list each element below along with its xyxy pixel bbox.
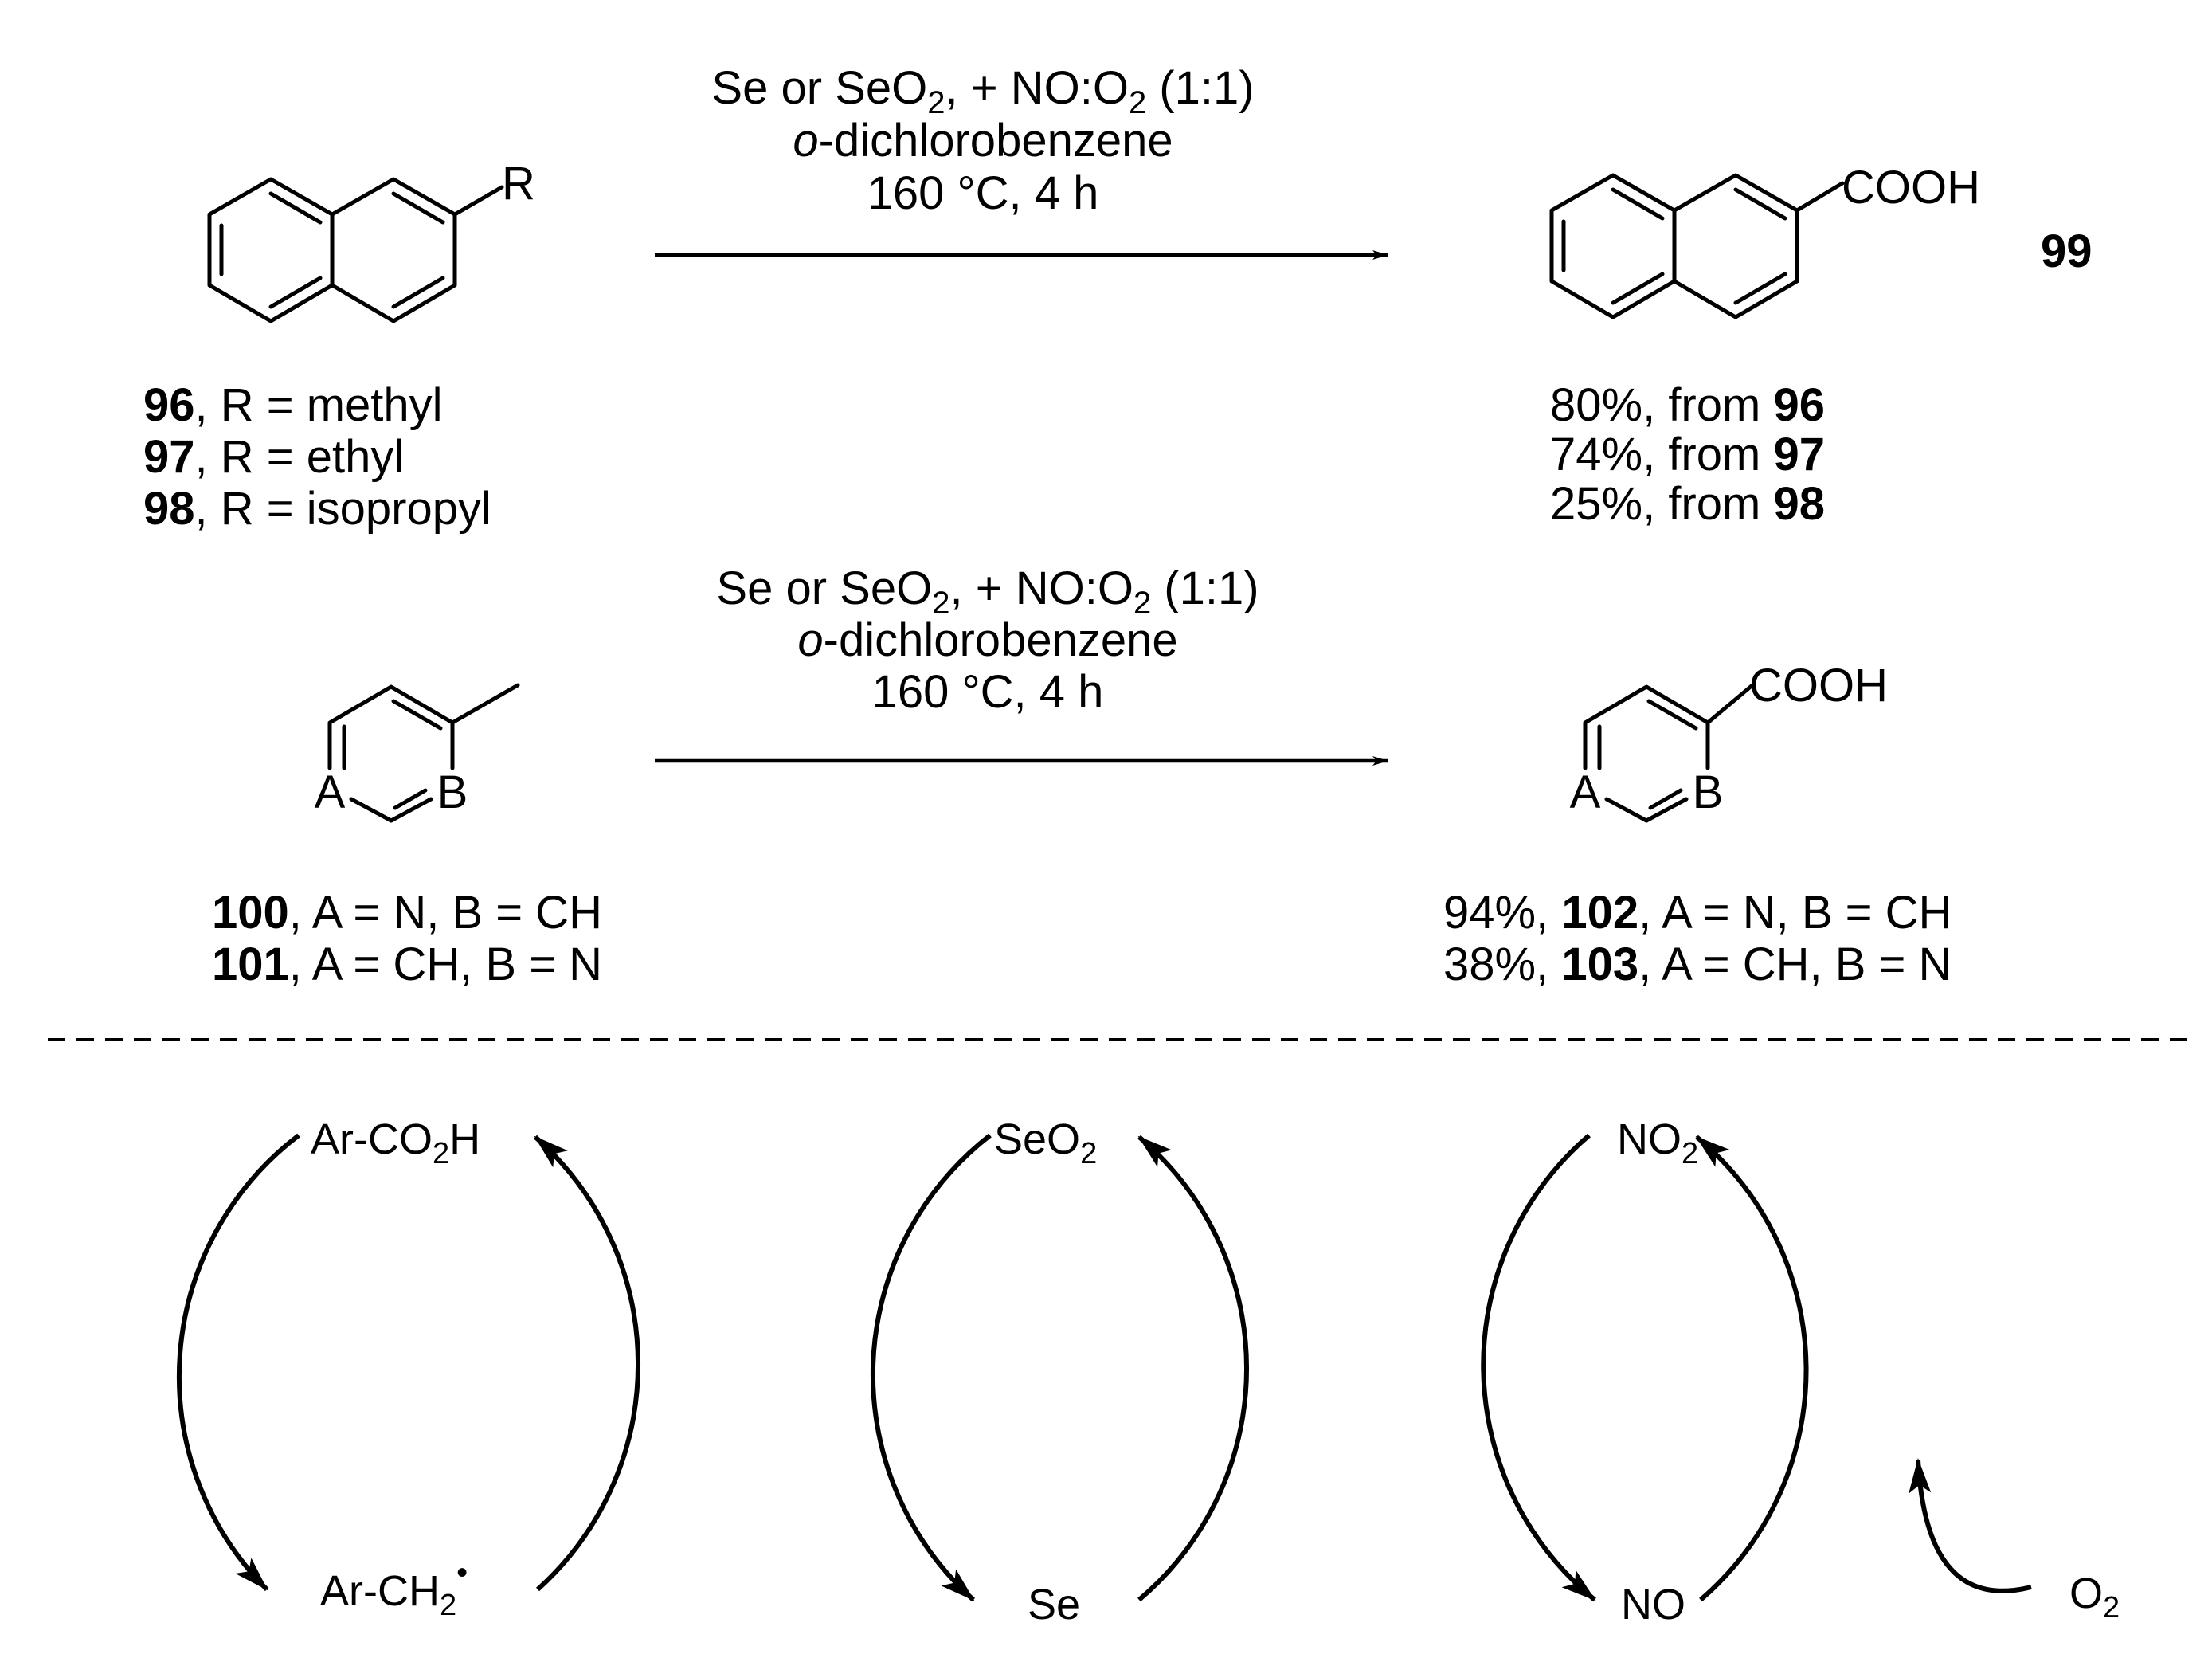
yield-from-96: 80%, from 96 [1550, 379, 1825, 431]
reaction2-temperature-time: 160 °C, 4 h [872, 666, 1104, 718]
substrate-atom-b-label: B [437, 766, 468, 818]
cycle2-left-arc [870, 1133, 992, 1602]
selenium-label: Se [1028, 1581, 1080, 1629]
methyl-heteroarene-substrate-structure [327, 683, 520, 823]
product2-cooh-label: COOH [1749, 660, 1888, 711]
reaction2-reagents: Se or SeO2, + NO:O2 (1:1) [716, 562, 1259, 621]
naphthoic-acid-product-structure [1549, 173, 1845, 319]
benzyl-radical-label: Ar-CH2• [320, 1555, 468, 1622]
reaction1-conditions: Se or SeO2, + NO:O2 (1:1) o-dichlorobenz… [711, 62, 1254, 219]
cycle1-right-arc [534, 1135, 641, 1592]
cycle2-right-arc [1137, 1135, 1249, 1602]
cycle3-right-arc [1695, 1135, 1809, 1602]
substrate-97-label: 97, R = ethyl [143, 431, 404, 483]
substituent-r-label: R [502, 158, 535, 210]
reaction2-conditions: Se or SeO2, + NO:O2 (1:1) o-dichlorobenz… [716, 562, 1259, 718]
product1-cooh-label: COOH [1842, 162, 1980, 214]
substrate-98-label: 98, R = isopropyl [143, 483, 491, 535]
cycle1-left-arc [176, 1133, 300, 1592]
reaction1-solvent: o-dichlorobenzene [793, 115, 1173, 167]
nitric-oxide-label: NO [1621, 1581, 1685, 1629]
oxygen-label: O2 [2069, 1570, 2120, 1625]
yield-from-97: 74%, from 97 [1550, 429, 1825, 480]
aryl-carboxylic-acid-label: Ar-CO2H [311, 1115, 480, 1170]
heteroaryl-acid-product-structure [1583, 683, 1755, 823]
substrate-100-label: 100, A = N, B = CH [212, 887, 602, 939]
reaction1-reagents: Se or SeO2, + NO:O2 (1:1) [711, 62, 1254, 120]
product-atom-b-label: B [1693, 766, 1724, 818]
substrate-96-label: 96, R = methyl [143, 379, 443, 431]
reaction1-temperature-time: 160 °C, 4 h [867, 167, 1099, 219]
oxygen-entry-arrow [1909, 1458, 2032, 1593]
reaction2-solvent: o-dichlorobenzene [797, 614, 1177, 666]
substrate-101-label: 101, A = CH, B = N [212, 939, 602, 990]
nitrogen-dioxide-label: NO2 [1617, 1115, 1698, 1170]
selenium-dioxide-label: SeO2 [994, 1115, 1097, 1170]
product-atom-a-label: A [1570, 766, 1601, 818]
compound-99-label: 99 [2041, 225, 2093, 277]
substrate-atom-a-label: A [315, 766, 346, 818]
product-103-label: 38%, 103, A = CH, B = N [1443, 939, 1952, 990]
cycle3-left-arc [1481, 1133, 1596, 1602]
product-102-label: 94%, 102, A = N, B = CH [1443, 887, 1952, 939]
yield-from-98: 25%, from 98 [1550, 478, 1825, 530]
naphthalene-substrate-structure [207, 177, 504, 323]
